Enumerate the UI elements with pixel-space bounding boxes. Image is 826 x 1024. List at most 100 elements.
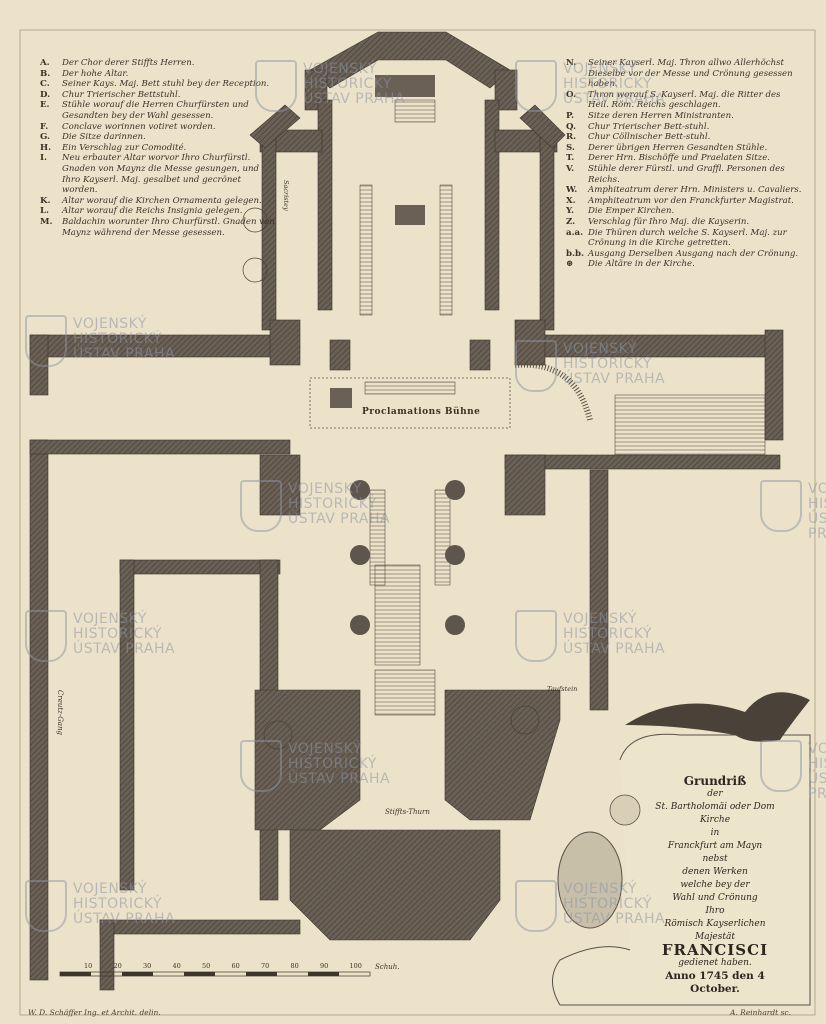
watermark-logo [760,480,802,532]
legend-entry: D.Chur Trierischer Bettstuhl. [40,90,276,101]
legend-text: Amphiteatrum vor den Franckfurter Magist… [588,195,794,206]
watermark-logo [25,880,67,932]
watermark-logo [515,610,557,662]
choir [249,31,566,331]
scale-tick-label: 20 [113,962,122,970]
title-in: in [710,828,720,838]
title-grundriss: Grundriß [683,774,747,788]
legend-entry: Z. Verschlag für Ihro Maj. die Kayserin. [566,217,802,228]
legend-text: Derer übrigen Herren Gesandten Stühle. [588,142,768,153]
legend-key: a.a. [566,227,584,238]
watermark-logo [25,610,67,662]
watermark-logo [240,740,282,792]
legend-right: N.Seiner Kayserl. Maj. Thron allwo Aller… [566,58,802,270]
scale-tick-label: 60 [231,962,240,970]
legend-entry: a.a.Die Thüren durch welche S. Kayserl. … [566,228,802,249]
legend-entry: O. Thron worauf S. Kayserl. Maj. die Ritt… [566,90,802,111]
title-gedienet: gedienet haben. [678,958,752,968]
legend-entry: K.Altar worauf die Kirchen Ornamenta gel… [40,196,276,207]
legend-key: M. [40,216,53,227]
scale-tick-label: 40 [172,962,181,970]
cartouche-frame [552,733,811,1006]
legend-text: Seiner Kayserl. Maj. Thron allwo Allerhö… [588,58,793,90]
legend-text: Altar worauf die Reichs Insignia gelegen… [62,206,243,217]
scale-tick-label: 30 [143,962,152,970]
legend-text: Thron worauf S. Kayserl. Maj. die Ritter… [588,89,781,111]
legend-key: C. [40,79,50,90]
legend-entry: ⊛Die Altäre in der Kirche. [566,259,802,270]
legend-text: Verschlag für Ihro Maj. die Kayserin. [588,216,750,227]
legend-entry: b.b.Ausgang Derselben Ausgang nach der C… [566,249,802,260]
legend-entry: S.Derer übrigen Herren Gesandten Stühle. [566,143,802,154]
legend-text: Der Chor derer Stiffts Herren. [62,58,195,68]
legend-key: A. [40,58,50,68]
legend-key: Z. [566,216,576,227]
legend-entry: R.Chur Cöllnischer Bett-stuhl. [566,132,802,143]
legend-text: Die Sitze darinnen. [62,132,146,143]
legend-text: Chur Trierischer Bett-stuhl. [588,121,710,132]
legend-key: ⊛ [566,259,574,270]
legend-key: B. [40,68,51,79]
legend-text: Amphiteatrum derer Hrn. Ministers u. Cav… [588,185,802,196]
title-nebst: nebst [702,854,728,864]
scale-tick-label: 50 [202,962,211,970]
watermark-logo [515,340,557,392]
legend-entry: G. Die Sitze darinnen. [40,132,276,143]
legend-entry: X.Amphiteatrum vor den Franckfurter Magi… [566,196,802,207]
legend-text: Stühle derer Fürstl. und Graffl. Persone… [588,163,785,185]
legend-key: Q. [566,121,577,132]
legend-entry: A. Der Chor derer Stiffts Herren. [40,58,276,69]
eagle-emblem [625,692,810,742]
scale-tick-label: 90 [320,962,329,970]
title-welche: welche bey der [680,880,750,890]
legend-key: F. [40,121,49,132]
nave-pillars [350,480,465,635]
watermark-logo [760,740,802,792]
legend-entry: Y.Die Emper Kirchen. [566,206,802,217]
legend-entry: L. Altar worauf die Reichs Insignia geleg… [40,206,276,217]
legend-key: E. [40,100,50,111]
legend-entry: B.Der hohe Altar. [40,69,276,80]
legend-entry: H.Ein Verschlag zur Comodité. [40,143,276,154]
legend-key: b.b. [566,248,585,259]
nave [29,439,781,991]
scale-tick-label: 100 [349,962,362,970]
tower-label: Stiffts-Thurn [385,808,430,816]
credit-engraver: A. Reinhardt sc. [730,1008,792,1017]
legend-text: Chur Trierischer Bettstuhl. [62,89,181,100]
scale-tick-label: 70 [261,962,270,970]
cloister-label: Creutz-Gang [56,690,64,735]
legend-key: G. [40,132,51,143]
legend-text: Seiner Kays. Maj. Bett stuhl bey der Rec… [62,79,270,90]
legend-entry: V. Stühle derer Fürstl. und Graffl. Perso… [566,164,802,185]
transept [29,319,784,441]
legend-text: Chur Cöllnischer Bett-stuhl. [588,132,711,143]
title-francisci: FRANCISCI [661,941,769,959]
credit-draftsman: W. D. Schäffer Ing. et Archit. delin. [28,1008,161,1017]
legend-key: H. [40,142,52,153]
legend-key: V. [566,163,575,174]
legend-text: Neu erbauter Altar worvor Ihro Churfürst… [62,153,260,196]
legend-key: O. [566,89,576,100]
legend-entry: I.Neu erbauter Altar worvor Ihro Churfür… [40,153,276,195]
legend-key: L. [40,206,50,217]
legend-entry: P.Sitze deren Herren Ministranten. [566,111,802,122]
legend-key: Y. [566,206,575,217]
scale-unit: Schuh. [375,963,400,971]
legend-entry: Q. Chur Trierischer Bett-stuhl. [566,122,802,133]
legend-entry: M.Baldachin worunter Ihro Churfürstl. Gn… [40,217,276,238]
title-wahl: Wahl und Crönung [672,893,758,903]
scale-tick-label: 10 [84,962,93,970]
